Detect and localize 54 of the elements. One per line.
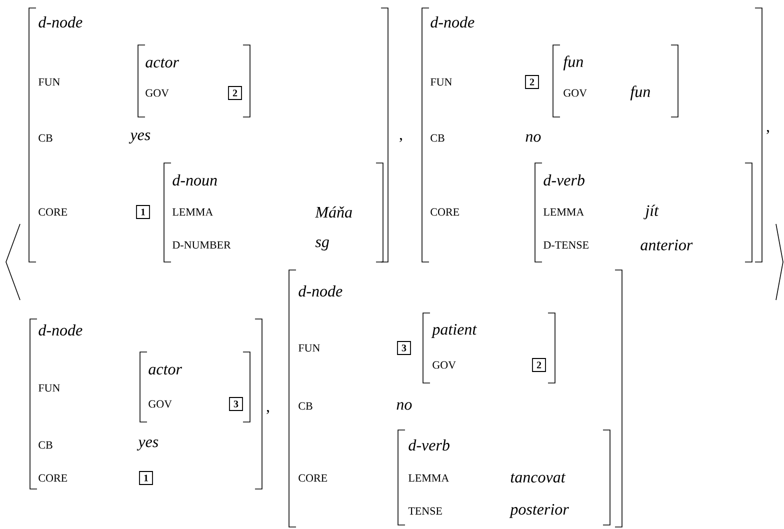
feature-name: FUN <box>38 78 60 86</box>
feature-name: CB <box>38 441 52 449</box>
feature-name: GOV <box>148 400 172 408</box>
feature-value: yes <box>136 440 158 450</box>
feature-value: tancovat <box>510 473 566 483</box>
type-label: actor <box>148 365 182 375</box>
type-label: d-node <box>430 16 474 28</box>
feature-name: CORE <box>38 208 67 216</box>
tag-box: 3 <box>397 341 411 355</box>
feature-name: GOV <box>564 89 587 97</box>
type-label: d-noun <box>172 174 217 186</box>
feature-name: D-TENSE <box>544 241 588 249</box>
type-label: d-node <box>38 16 82 28</box>
type-label: d-node <box>38 324 82 336</box>
feature-name: TENSE <box>408 507 442 515</box>
tag-box: 1 <box>139 471 153 485</box>
feature-name: FUN <box>298 344 320 352</box>
type-label: fun <box>563 56 583 70</box>
type-label: d-verb <box>544 174 584 186</box>
feature-name: CB <box>430 134 444 142</box>
type-label: d-verb <box>408 439 450 451</box>
feature-value: posterior <box>509 504 569 518</box>
feature-name: CB <box>38 134 52 142</box>
feature-value: jít <box>644 204 659 220</box>
feature-name: CORE <box>298 474 327 482</box>
tag-box: 2 <box>532 358 546 372</box>
comma: , <box>766 130 769 134</box>
comma: , <box>266 410 269 414</box>
feature-name: D-NUMBER <box>172 241 231 249</box>
feature-name: CORE <box>430 208 459 216</box>
feature-name: LEMMA <box>172 208 214 216</box>
feature-value: anterior <box>640 240 693 250</box>
feature-name: GOV <box>432 361 456 369</box>
type-label: patient <box>431 324 477 338</box>
feature-value: Máňa <box>315 206 352 218</box>
feature-value: sg <box>315 240 329 250</box>
tag-box: 3 <box>229 397 243 411</box>
type-label: d-node <box>298 285 342 297</box>
feature-name: CB <box>298 402 312 410</box>
feature-value: yes <box>128 132 150 144</box>
type-label: actor <box>146 58 180 68</box>
feature-name: LEMMA <box>408 474 450 482</box>
feature-name: FUN <box>430 78 452 86</box>
feature-value: fun <box>630 86 650 100</box>
feature-name: GOV <box>146 89 169 97</box>
feature-value: no <box>526 134 541 142</box>
tag-box: 2 <box>525 75 539 89</box>
comma: , <box>400 138 402 142</box>
feature-name: LEMMA <box>544 208 584 216</box>
feature-name: CORE <box>38 474 67 482</box>
feature-name: FUN <box>38 384 60 392</box>
tag-box: 1 <box>136 205 150 219</box>
feature-value: no <box>396 402 412 410</box>
tag-box: 2 <box>228 86 242 100</box>
